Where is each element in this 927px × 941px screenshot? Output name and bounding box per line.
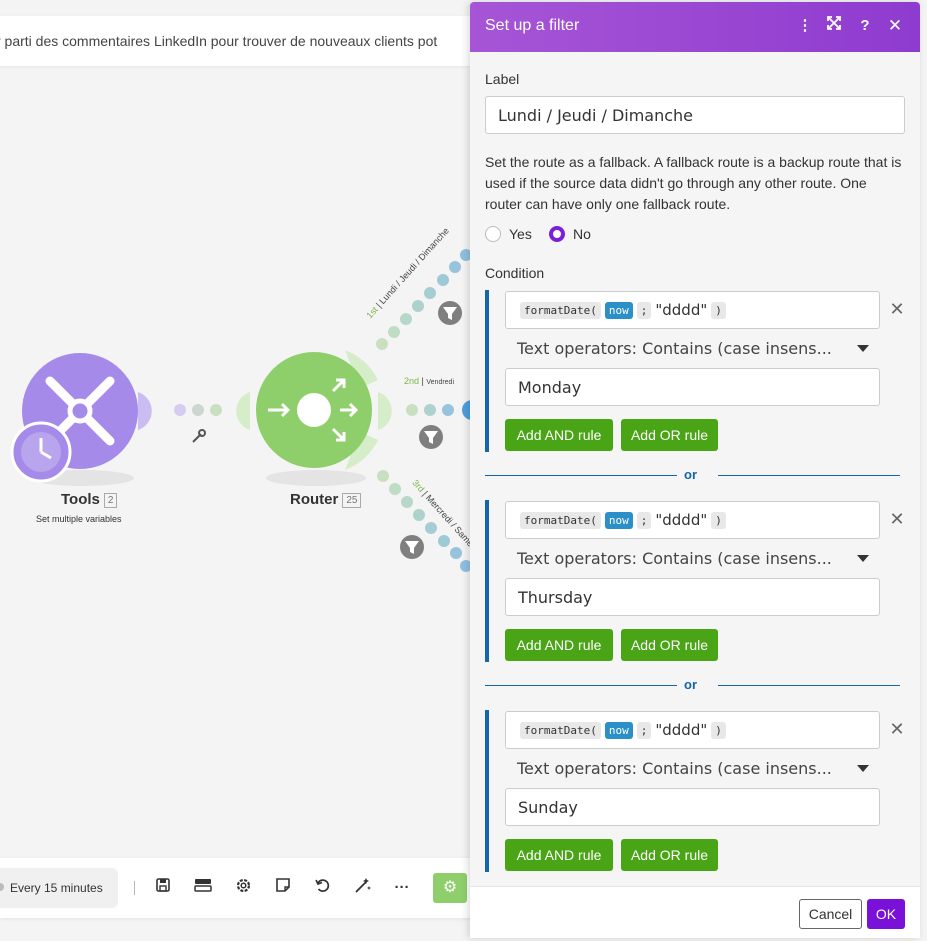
toolbar-separator [134, 881, 135, 895]
add-and-rule-button[interactable]: Add AND rule [505, 839, 613, 871]
add-and-rule-button[interactable]: Add AND rule [505, 629, 613, 661]
condition-3-expression[interactable]: formatDate(now;"dddd") [505, 711, 880, 749]
maximize-icon[interactable] [824, 16, 844, 36]
add-or-rule-button[interactable]: Add OR rule [621, 839, 718, 871]
condition-1-expression[interactable]: formatDate(now;"dddd") [505, 291, 880, 329]
undo-icon[interactable] [311, 877, 333, 899]
fallback-help-text: Set the route as a fallback. A fallback … [485, 154, 902, 212]
panel-header: Set up a filter ⋮ ? ✕ [470, 2, 920, 52]
condition-2-expression[interactable]: formatDate(now;"dddd") [505, 501, 880, 539]
label-input[interactable]: Lundi / Jeudi / Dimanche [485, 96, 905, 134]
settings-icon[interactable] [232, 877, 254, 899]
route-label-2[interactable]: 2nd | Vendredi [404, 376, 455, 386]
gear-icon[interactable]: ⚙ [433, 873, 467, 903]
condition-2-operator[interactable]: Text operators: Contains (case insens... [517, 549, 832, 568]
auto-align-icon[interactable] [351, 877, 373, 899]
add-or-rule-button[interactable]: Add OR rule [621, 629, 718, 661]
notes-icon[interactable] [272, 877, 294, 899]
router-icon [268, 378, 359, 442]
schedule-button[interactable]: Every 15 minutes [0, 868, 118, 908]
filter-panel: Set up a filter ⋮ ? ✕ Label Lundi / Jeud… [470, 2, 920, 938]
remove-condition-2-icon[interactable]: ✕ [889, 509, 905, 529]
help-icon[interactable]: ? [860, 17, 870, 34]
panel-footer: Cancel OK [470, 886, 920, 938]
panel-title: Set up a filter [485, 17, 580, 34]
tools-module-subtitle: Set multiple variables [36, 514, 122, 524]
condition-group-bar [485, 290, 489, 452]
add-and-rule-button[interactable]: Add AND rule [505, 419, 613, 451]
condition-1-operator[interactable]: Text operators: Contains (case insens... [517, 339, 832, 358]
remove-condition-1-icon[interactable]: ✕ [889, 299, 905, 319]
fallback-no-radio[interactable]: No [549, 226, 591, 242]
scenario-toolbar: Every 15 minutes ··· ⚙ [0, 858, 480, 918]
chevron-down-icon[interactable] [857, 765, 869, 772]
tools-badge: 2 [103, 492, 118, 508]
more-icon[interactable]: ··· [394, 879, 410, 896]
scenario-title[interactable]: r parti des commentaires LinkedIn pour t… [0, 16, 490, 66]
panel-body: Label Lundi / Jeudi / Dimanche Set the r… [470, 52, 920, 886]
condition-2-value[interactable]: Thursday [505, 578, 880, 616]
radio-unchecked-icon [485, 226, 501, 242]
condition-group-bar [485, 710, 489, 872]
condition-3-operator[interactable]: Text operators: Contains (case insens... [517, 759, 832, 778]
add-or-rule-button[interactable]: Add OR rule [621, 419, 718, 451]
save-icon[interactable] [152, 877, 174, 899]
condition-3-value[interactable]: Sunday [505, 788, 880, 826]
close-icon[interactable]: ✕ [887, 16, 903, 35]
cancel-button[interactable]: Cancel [799, 899, 862, 929]
kebab-menu-icon[interactable]: ⋮ [797, 17, 813, 34]
label-field-label: Label [485, 71, 520, 87]
scenario-diagram [10, 249, 470, 572]
wrench-icon[interactable] [192, 429, 206, 443]
radio-checked-icon [549, 226, 565, 242]
explain-flow-icon[interactable] [192, 877, 214, 899]
condition-1-value[interactable]: Monday [505, 368, 880, 406]
condition-group-bar [485, 500, 489, 662]
ok-button[interactable]: OK [867, 899, 905, 929]
remove-condition-3-icon[interactable]: ✕ [889, 719, 905, 739]
chevron-down-icon[interactable] [857, 555, 869, 562]
chevron-down-icon[interactable] [857, 345, 869, 352]
condition-label: Condition [485, 265, 545, 281]
fallback-yes-radio[interactable]: Yes [485, 226, 532, 242]
router-badge: 25 [342, 492, 362, 508]
or-divider: or [485, 676, 900, 696]
or-divider: or [485, 466, 900, 486]
